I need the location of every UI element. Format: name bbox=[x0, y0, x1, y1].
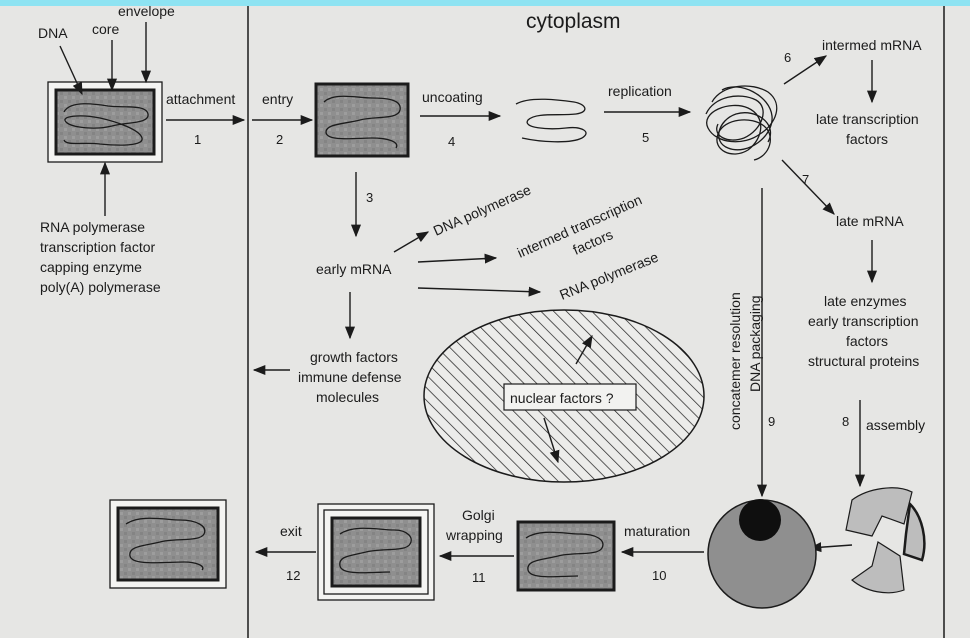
step-5-label: replication bbox=[608, 83, 672, 99]
concatemer-label: concatemer resolution DNA packaging bbox=[727, 288, 763, 430]
host-enzymes-list: RNA polymerase transcription factor capp… bbox=[40, 219, 161, 295]
secreted-molecules-label: growth factors immune defense molecules bbox=[298, 349, 405, 405]
early-to-intermed-tf-arrow bbox=[417, 253, 498, 264]
step-11-label: Golgi wrapping bbox=[445, 507, 503, 543]
step-6-arrow bbox=[783, 55, 828, 85]
step-1-number: 1 bbox=[194, 132, 201, 147]
viral-core bbox=[314, 82, 410, 158]
step-4-label: uncoating bbox=[422, 89, 483, 105]
late-mrna-label: late mRNA bbox=[836, 213, 904, 229]
step-1-label: attachment bbox=[166, 91, 235, 107]
nuclear-factors-in-arrow bbox=[543, 417, 560, 464]
nucleoid bbox=[739, 499, 781, 541]
nuclear-factors-box bbox=[503, 383, 637, 411]
core-label: core bbox=[92, 21, 119, 37]
uncoated-dna bbox=[515, 98, 587, 143]
late-transcription-factors-label: late transcription factors bbox=[816, 111, 923, 147]
replicated-dna-concatemers bbox=[705, 85, 778, 161]
step-5-number: 5 bbox=[642, 130, 649, 145]
wrapped-virion bbox=[317, 503, 435, 601]
intermed-mrna-label: intermed mRNA bbox=[822, 37, 922, 53]
virion-extracellular bbox=[47, 81, 163, 163]
step-2-number: 2 bbox=[276, 132, 283, 147]
step-2-label: entry bbox=[262, 91, 293, 107]
envelope-label: envelope bbox=[118, 3, 175, 19]
step-7-number: 7 bbox=[802, 172, 809, 187]
dna-pointer-arrow bbox=[59, 45, 83, 96]
early-mrna-label: early mRNA bbox=[316, 261, 392, 277]
early-to-dna-polymerase-arrow bbox=[393, 231, 430, 253]
top-color-band bbox=[0, 0, 970, 6]
step-12-label: exit bbox=[280, 523, 302, 539]
step-4-number: 4 bbox=[448, 134, 455, 149]
early-to-rna-polymerase-arrow bbox=[417, 286, 542, 297]
immature-virion-crescents bbox=[845, 487, 926, 594]
step-6-number: 6 bbox=[784, 50, 791, 65]
step-12-number: 12 bbox=[286, 568, 300, 583]
nuclear-factors-label: nuclear factors ? bbox=[510, 390, 614, 406]
extracellular-virion bbox=[109, 499, 227, 589]
cytoplasm-label: cytoplasm bbox=[526, 10, 621, 33]
assembly-to-maturation-arrow bbox=[808, 542, 853, 553]
mature-virion bbox=[516, 520, 616, 592]
step-8-number: 8 bbox=[842, 414, 849, 429]
step-7-arrow bbox=[781, 159, 835, 215]
step-10-label: maturation bbox=[624, 523, 690, 539]
nuclear-factors-out-arrow bbox=[575, 334, 593, 365]
dna-label: DNA bbox=[38, 25, 68, 41]
step-10-number: 10 bbox=[652, 568, 666, 583]
step-11-number: 11 bbox=[472, 570, 486, 585]
step-3-number: 3 bbox=[366, 190, 373, 205]
step-9-number: 9 bbox=[768, 414, 775, 429]
late-products-list: late enzymes early transcription factors… bbox=[808, 293, 922, 369]
step-8-label: assembly bbox=[866, 417, 925, 433]
